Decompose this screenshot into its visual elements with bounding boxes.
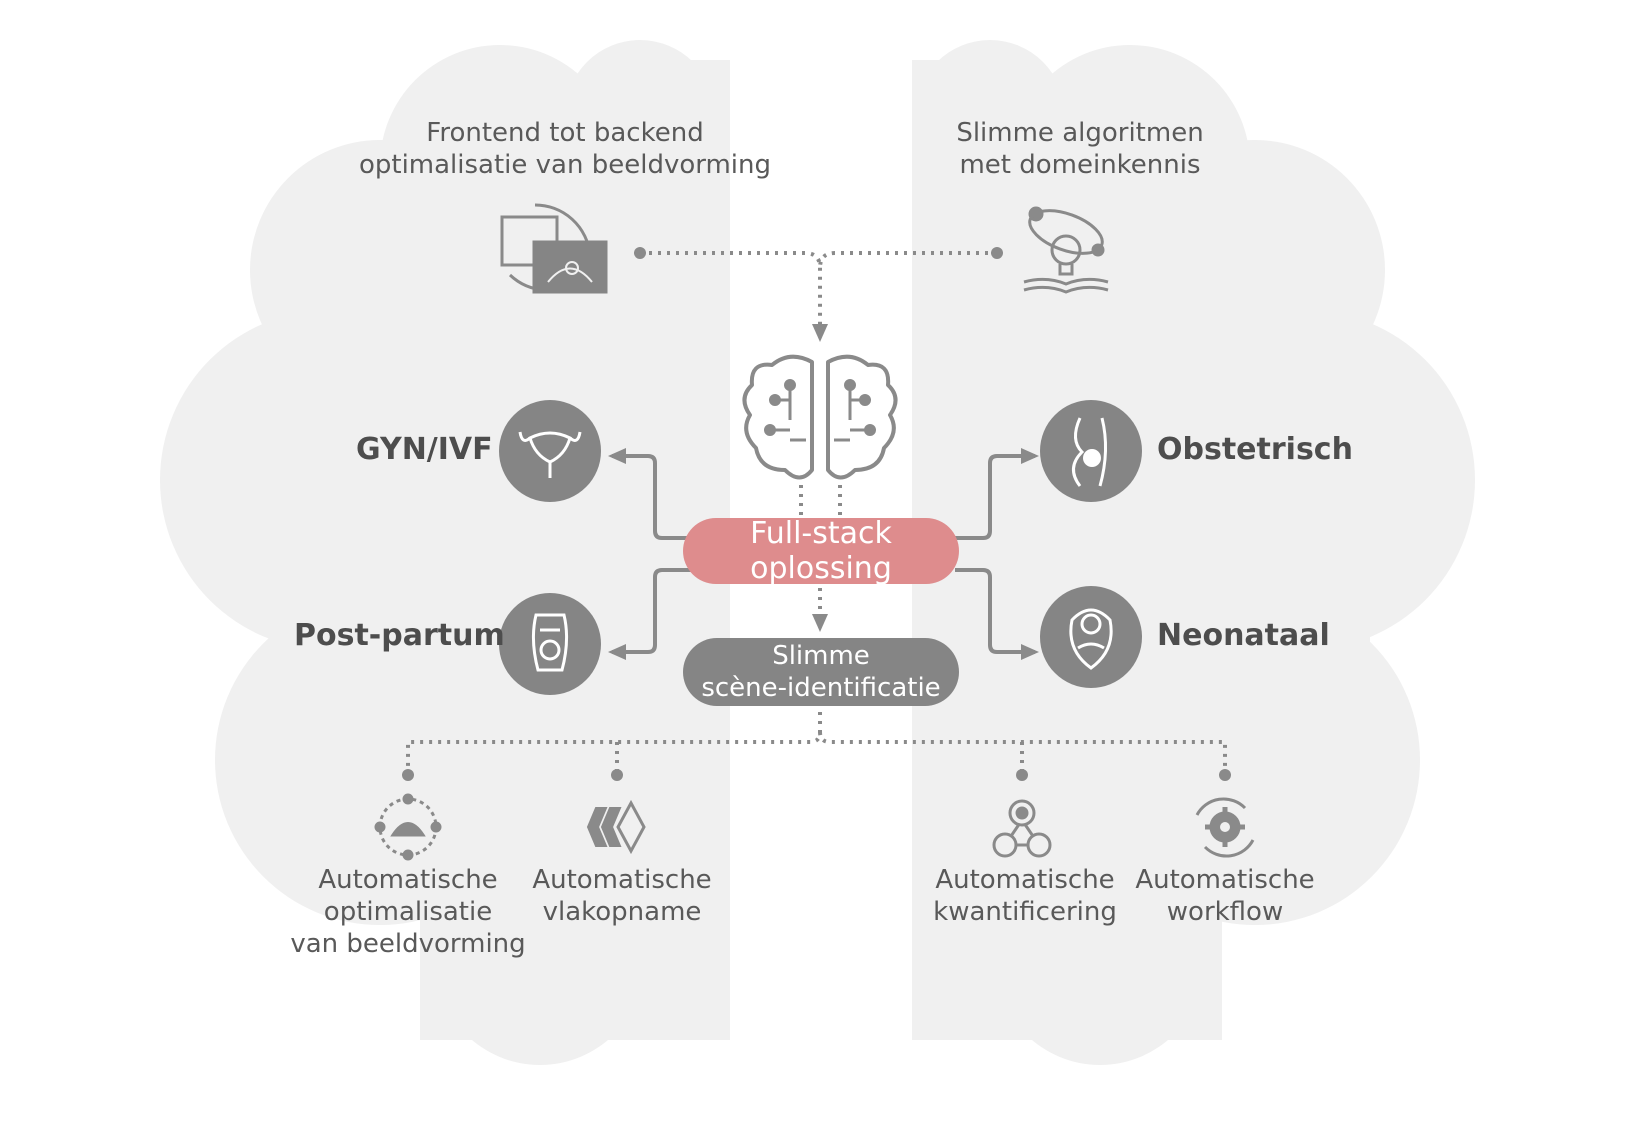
workflow-gear-icon (1195, 797, 1255, 858)
uterus-icon (499, 400, 601, 502)
feature-line: Automatische (935, 865, 1115, 895)
feature-plane-label: Automatische vlakopname (512, 864, 732, 928)
feature-optimization-label: Automatische optimalisatie van beeldvorm… (268, 864, 548, 960)
feature-line: Automatische (318, 865, 498, 895)
feature-line: kwantificering (933, 897, 1117, 927)
category-connectors (608, 448, 1039, 660)
top-right-line2: met domeinkennis (959, 150, 1201, 180)
ultrasound-screens-icon (500, 203, 608, 294)
plane-capture-icon (586, 799, 646, 855)
feature-line: vlakopname (542, 897, 702, 927)
category-gyn-label: GYN/IVF (356, 432, 493, 467)
feature-line: van beeldvorming (290, 929, 526, 959)
quantification-icon (992, 799, 1052, 858)
feature-line: Automatische (1135, 865, 1315, 895)
top-connector (640, 251, 997, 342)
category-postpartum-label: Post-partum (294, 618, 505, 653)
scene-identification-pill: Slimme scène-identificatie (683, 638, 959, 706)
category-obstetrisch-label: Obstetrisch (1157, 432, 1353, 467)
feature-line: optimalisatie (323, 897, 493, 927)
scene-line1: Slimme (772, 641, 870, 671)
feature-workflow-label: Automatische workflow (1115, 864, 1335, 928)
top-left-line1: Frontend tot backend (426, 118, 704, 148)
top-right-label: Slimme algoritmen met domeinkennis (900, 117, 1260, 181)
device-icon (499, 593, 601, 695)
feature-line: workflow (1166, 897, 1284, 927)
scene-line2: scène-identificatie (701, 673, 941, 703)
feature-line: Automatische (532, 865, 712, 895)
right-brain-cloud (912, 40, 1475, 1065)
circuit-brain-icon (742, 354, 898, 480)
category-neonataal-label: Neonataal (1157, 618, 1330, 653)
full-stack-pill: Full-stack oplossing (683, 516, 959, 586)
left-brain-cloud (160, 40, 730, 1065)
pregnant-icon (1040, 400, 1142, 502)
auto-optimize-icon (374, 793, 442, 861)
top-right-line1: Slimme algoritmen (956, 118, 1204, 148)
baby-icon (1040, 586, 1142, 688)
lightbulb-book-icon (1023, 206, 1109, 294)
top-left-label: Frontend tot backend optimalisatie van b… (340, 117, 790, 181)
top-left-line2: optimalisatie van beeldvorming (358, 150, 772, 180)
feature-quantification-label: Automatische kwantificering (915, 864, 1135, 928)
